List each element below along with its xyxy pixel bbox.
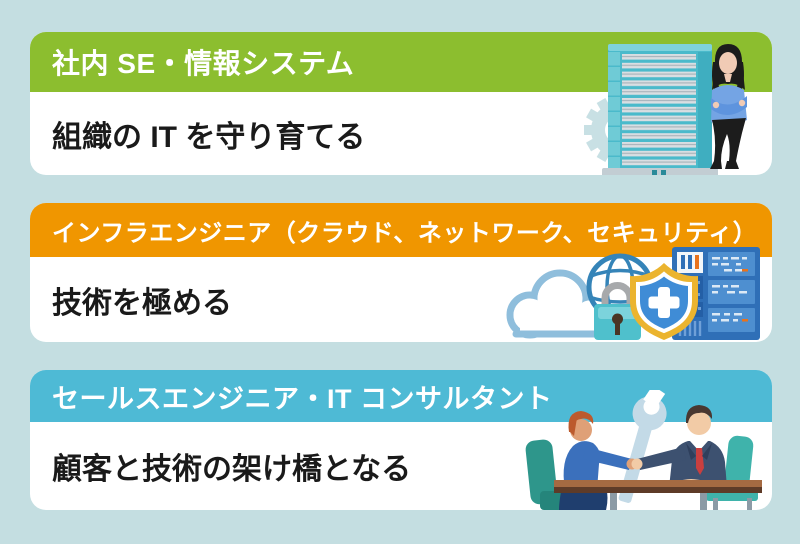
card-body-label: 組織の IT を守り育てる [52, 120, 366, 154]
card-header-label: インフラエンジニア（クラウド、ネットワーク、セキュリティ） [52, 219, 758, 247]
card-header-internal-se: 社内 SE・情報システム [30, 32, 772, 92]
card-infra-engineer: インフラエンジニア（クラウド、ネットワーク、セキュリティ） 技術を極める [30, 203, 772, 342]
card-header-label: 社内 SE・情報システム [52, 48, 355, 79]
card-body-label: 技術を極める [52, 286, 232, 320]
card-body-infra-engineer: 技術を極める [30, 257, 772, 342]
card-internal-se: 社内 SE・情報システム 組織の IT を守り育てる [30, 32, 772, 175]
card-body-label: 顧客と技術の架け橋となる [52, 453, 412, 486]
card-body-internal-se: 組織の IT を守り育てる [30, 92, 772, 175]
card-header-infra-engineer: インフラエンジニア（クラウド、ネットワーク、セキュリティ） [30, 203, 772, 257]
card-header-sales-engineer: セールスエンジニア・IT コンサルタント [30, 370, 772, 422]
card-header-label: セールスエンジニア・IT コンサルタント [52, 383, 553, 414]
card-sales-engineer: セールスエンジニア・IT コンサルタント 顧客と技術の架け橋となる [30, 370, 772, 510]
card-body-sales-engineer: 顧客と技術の架け橋となる [30, 422, 772, 510]
